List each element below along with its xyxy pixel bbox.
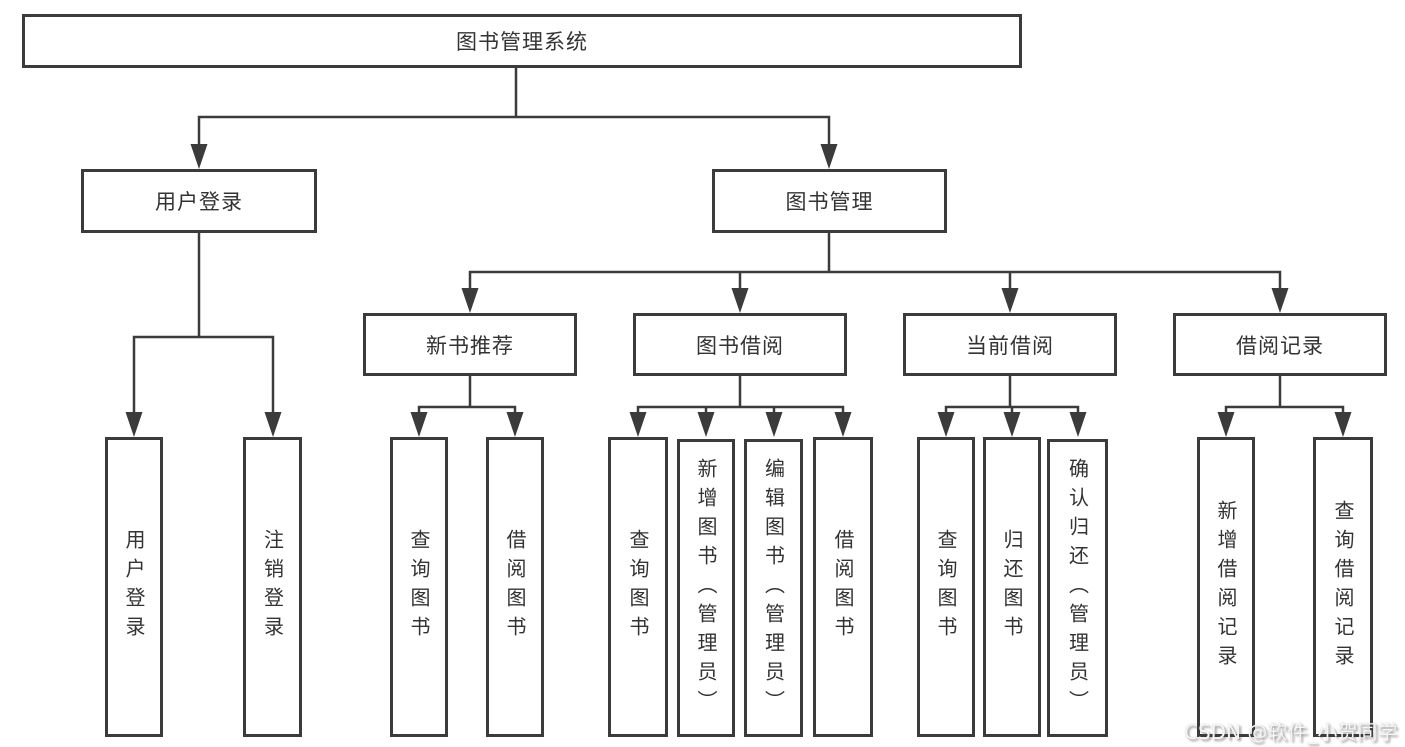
leaf-query-record-label: 查询借阅记录 (1331, 500, 1355, 674)
node-borrow-record-label: 借阅记录 (1236, 333, 1324, 358)
connector-new-book-rec-children (417, 374, 517, 420)
leaf-add-book-label: 新增图书（管理员） (694, 457, 718, 719)
arrowhead-add-record (1217, 412, 1235, 437)
node-book-mgmt-label: 图书管理 (785, 190, 874, 214)
leaf-query-book-2-label: 查询图书 (626, 529, 650, 645)
leaf-query-book-2: 查询图书 (608, 437, 668, 737)
leaf-logout: 注销登录 (243, 437, 302, 737)
connector-borrow-record-children (1224, 374, 1345, 420)
node-user-login-label: 用户登录 (155, 190, 243, 214)
arrowhead-leaf-user-login (125, 412, 143, 437)
leaf-user-login-label: 用户登录 (122, 529, 146, 645)
node-root-system: 图书管理系统 (22, 14, 1022, 68)
connector-root-to-level2 (197, 66, 831, 152)
arrowhead-user-login (190, 144, 208, 169)
arrowhead-new-book-rec (461, 288, 479, 313)
arrowhead-return-book (1003, 412, 1021, 437)
leaf-user-login: 用户登录 (105, 437, 163, 737)
node-root-system-label: 图书管理系统 (456, 30, 588, 54)
leaf-query-book-1: 查询图书 (390, 437, 448, 737)
arrowhead-query-record (1334, 412, 1352, 437)
node-new-book-rec: 新书推荐 (363, 313, 577, 376)
node-book-borrow: 图书借阅 (633, 313, 847, 376)
leaf-logout-label: 注销登录 (260, 529, 285, 645)
leaf-edit-book-label: 编辑图书（管理员） (761, 457, 786, 719)
leaf-borrow-book-2: 借阅图书 (813, 437, 873, 737)
leaf-add-record: 新增借阅记录 (1197, 437, 1255, 737)
leaf-confirm-return: 确认归还（管理员） (1047, 439, 1108, 737)
leaf-query-book-3-label: 查询图书 (934, 529, 958, 645)
node-book-borrow-label: 图书借阅 (696, 333, 784, 358)
node-borrow-record: 借阅记录 (1173, 313, 1387, 376)
leaf-borrow-book-1: 借阅图书 (486, 437, 544, 737)
connector-user-login-children (132, 230, 275, 420)
arrowhead-borrow-record (1271, 288, 1289, 313)
leaf-return-book: 归还图书 (983, 437, 1041, 737)
leaf-confirm-return-label: 确认归还（管理员） (1065, 457, 1090, 719)
connector-current-borrow-children (944, 374, 1080, 420)
arrowhead-book-mgmt (820, 144, 838, 169)
arrowhead-borrow-book-1 (506, 412, 524, 437)
leaf-query-record: 查询借阅记录 (1313, 437, 1373, 737)
leaf-query-book-1-label: 查询图书 (407, 529, 431, 645)
leaf-add-record-label: 新增借阅记录 (1214, 500, 1238, 674)
arrowhead-confirm-return (1069, 412, 1087, 437)
arrowhead-query-book-3 (937, 412, 955, 437)
leaf-borrow-book-2-label: 借阅图书 (831, 529, 855, 645)
watermark: CSDN @软件_小贺同学 (1184, 720, 1398, 744)
arrowhead-current-borrow (1001, 288, 1019, 313)
arrowhead-query-book-1 (410, 412, 428, 437)
leaf-add-book: 新增图书（管理员） (677, 439, 735, 737)
connector-book-borrow-children (636, 374, 845, 420)
leaf-return-book-label: 归还图书 (1000, 529, 1024, 645)
leaf-borrow-book-1-label: 借阅图书 (503, 529, 527, 645)
node-current-borrow: 当前借阅 (903, 313, 1117, 376)
node-book-mgmt: 图书管理 (712, 169, 947, 233)
arrowhead-edit-book (765, 412, 783, 437)
node-user-login: 用户登录 (81, 169, 317, 233)
connector-book-mgmt-children (468, 230, 1282, 296)
node-new-book-rec-label: 新书推荐 (426, 333, 514, 358)
arrowhead-borrow-book-2 (834, 412, 852, 437)
arrowhead-query-book-2 (629, 412, 647, 437)
arrowhead-add-book (697, 412, 715, 437)
leaf-query-book-3: 查询图书 (917, 437, 975, 737)
leaf-edit-book: 编辑图书（管理员） (744, 439, 803, 737)
arrowhead-leaf-logout (264, 412, 282, 437)
node-current-borrow-label: 当前借阅 (966, 333, 1054, 358)
arrowhead-book-borrow (731, 288, 749, 313)
